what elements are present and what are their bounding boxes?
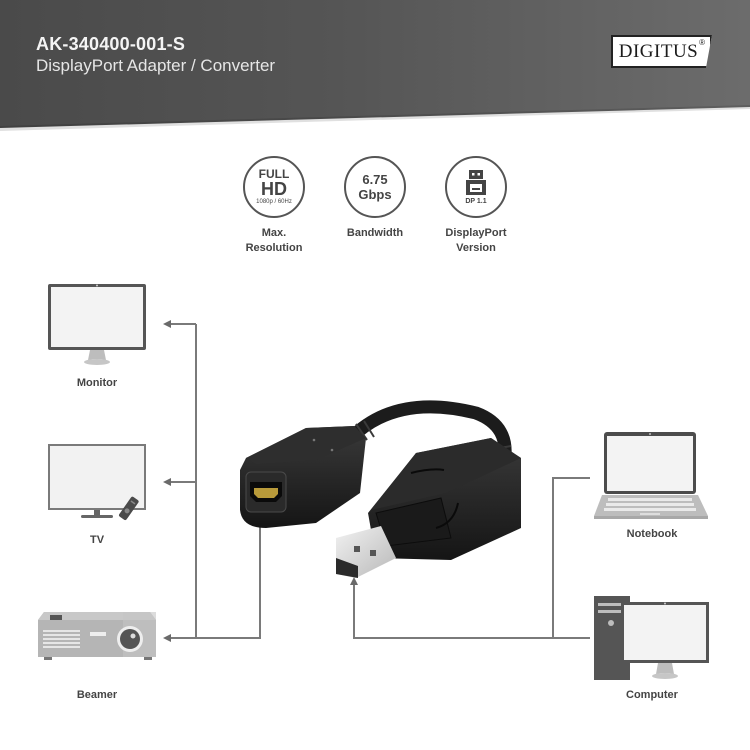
product-subtitle: DisplayPort Adapter / Converter xyxy=(36,56,276,75)
bandwidth-icon: 6.75 Gbps xyxy=(344,156,406,218)
spec-resolution-value: 1080p / 60Hz xyxy=(256,198,292,205)
spec-label: Max. Resolution xyxy=(219,226,329,256)
desktop-computer-icon xyxy=(594,596,709,680)
spec-bandwidth-value: 6.75 xyxy=(362,172,388,187)
connector-line-hdmi-out xyxy=(259,510,261,639)
connector-line-vertical-left xyxy=(195,324,197,639)
connector-line-monitor xyxy=(170,323,196,325)
product-model-number: AK-340400-001-S xyxy=(36,34,186,54)
output-label-monitor: Monitor xyxy=(76,377,118,389)
output-label-tv: TV xyxy=(89,534,105,546)
arrow-to-dp-plug-icon xyxy=(350,577,358,585)
spec-label: DisplayPort Version xyxy=(421,226,531,256)
spec-full-text: FULL xyxy=(258,166,290,181)
connector-line-notebook xyxy=(552,477,590,479)
spec-label-line2: Version xyxy=(456,242,496,254)
arrow-to-beamer-icon xyxy=(163,634,171,642)
spec-bandwidth: 6.75 Gbps Bandwidth xyxy=(320,156,430,241)
monitor-icon xyxy=(48,284,146,365)
connector-line-beamer xyxy=(170,637,261,639)
remote-control-icon xyxy=(119,496,139,521)
tv-icon xyxy=(48,444,146,521)
connector-line-vertical-right xyxy=(552,477,554,638)
spec-hd-text: HD xyxy=(261,178,287,199)
source-label-notebook: Notebook xyxy=(626,528,678,540)
arrow-to-tv-icon xyxy=(163,478,171,486)
spec-displayport-version: DP 1.1 DisplayPort Version xyxy=(421,156,531,256)
displayport-to-hdmi-adapter-image xyxy=(240,400,521,578)
registered-mark: ® xyxy=(699,38,705,47)
output-label-beamer: Beamer xyxy=(76,689,118,701)
spec-dp-version-value: DP 1.1 xyxy=(465,197,487,205)
spec-label-line1: DisplayPort xyxy=(445,227,507,239)
spec-label: Bandwidth xyxy=(320,226,430,241)
connector-line-dp-in xyxy=(353,585,355,639)
spec-label-line2: Resolution xyxy=(245,242,303,254)
dp-connector-glyph xyxy=(466,169,486,195)
brand-name: DIGITUS xyxy=(618,40,699,62)
source-label-computer: Computer xyxy=(626,689,678,701)
brand-logo: DIGITUS ® xyxy=(611,35,712,68)
connector-line-computer xyxy=(353,637,590,639)
full-hd-icon: FULL HD 1080p / 60Hz xyxy=(243,156,305,218)
spec-bandwidth-unit: Gbps xyxy=(358,187,392,202)
connector-line-tv xyxy=(170,481,196,483)
displayport-icon: DP 1.1 xyxy=(445,156,507,218)
spec-label-line1: Max. xyxy=(261,227,287,239)
projector-icon xyxy=(38,612,156,660)
spec-label-line1: Bandwidth xyxy=(346,227,404,239)
arrow-to-monitor-icon xyxy=(163,320,171,328)
laptop-icon xyxy=(594,432,708,519)
spec-max-resolution: FULL HD 1080p / 60Hz Max. Resolution xyxy=(219,156,329,256)
